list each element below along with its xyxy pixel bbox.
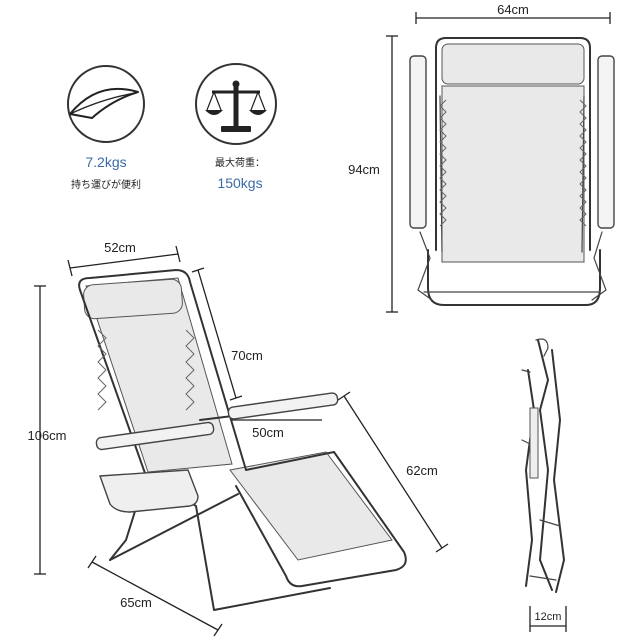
side-chair-drawing (78, 269, 407, 611)
folded-view: 12cm (521, 338, 567, 632)
front-view: 64cm 94cm (348, 2, 615, 313)
height-label: 106cm (27, 428, 66, 443)
front-width-label: 64cm (497, 2, 529, 17)
weight-badge: 7.2kgs 持ち運びが便利 (67, 65, 145, 191)
folded-chair-drawing (521, 338, 565, 593)
folded-thickness-label: 12cm (535, 611, 562, 623)
weight-value: 7.2kgs (85, 154, 126, 170)
base-depth-label: 65cm (120, 595, 152, 610)
seat-length-label: 62cm (406, 463, 438, 478)
back-length-label: 70cm (231, 348, 263, 363)
side-view: 52cm 70cm 106cm 50cm 62cm 65cm (27, 240, 449, 637)
front-height-label: 94cm (348, 162, 380, 177)
balance-scale-icon (205, 80, 267, 132)
weight-caption: 持ち運びが便利 (71, 178, 141, 191)
load-value: 150kgs (217, 175, 262, 191)
back-width-label: 52cm (104, 240, 136, 255)
seat-width-label: 50cm (252, 425, 284, 440)
load-badge: 最大荷重： 150kgs (195, 63, 277, 191)
feather-icon (69, 87, 139, 119)
load-caption: 最大荷重： (215, 156, 265, 169)
front-chair-drawing (409, 37, 615, 306)
